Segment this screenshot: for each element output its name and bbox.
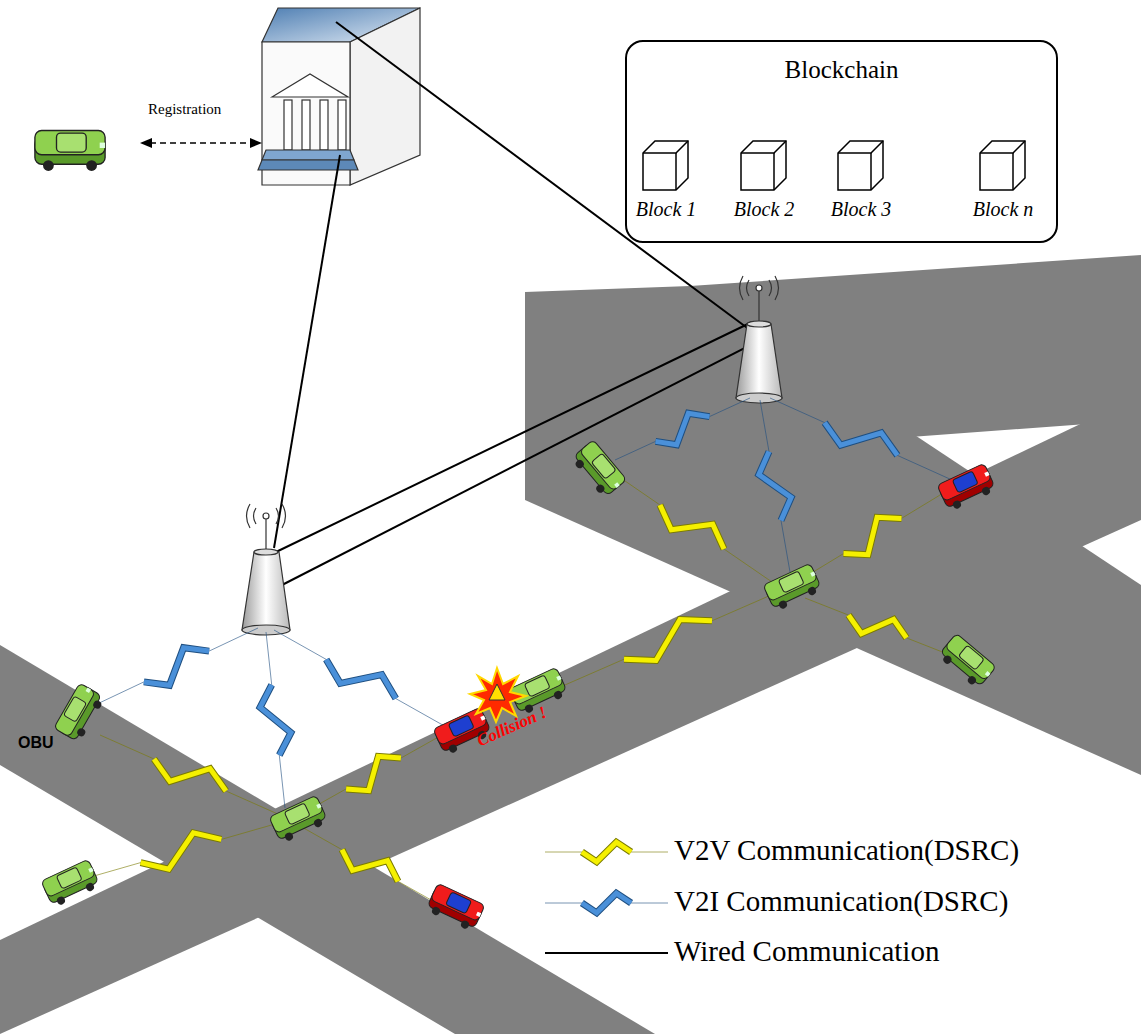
registration-label: Registration: [148, 101, 221, 118]
link-trace: [545, 893, 668, 913]
wireless-bolt: [144, 648, 209, 686]
legend-entry: V2V Communication(DSRC): [674, 834, 1019, 867]
block-cube: Block 2: [740, 140, 788, 192]
bolt-outline: [582, 842, 631, 862]
link-trace: [770, 398, 952, 480]
link-trace: [615, 398, 750, 460]
bolt-outline: [346, 756, 401, 790]
wireless-bolt: [582, 893, 631, 913]
link-trace: [759, 400, 791, 572]
bolt-outline: [154, 759, 226, 791]
bolt-outline: [844, 517, 902, 554]
link-trace: [805, 598, 950, 655]
wireless-bolt: [141, 833, 222, 869]
vehicle: [41, 859, 101, 908]
cube-outline: [740, 140, 788, 192]
vehicle: [763, 563, 823, 612]
wireless-bolt: [849, 615, 907, 638]
link-trace: [100, 735, 280, 815]
block-label: Block 1: [636, 198, 697, 221]
wireless-bolt: [844, 517, 902, 554]
link-trace: [305, 735, 442, 812]
legend-sample: [545, 952, 668, 954]
vehicle: [937, 633, 996, 689]
obu-label: OBU: [18, 734, 54, 752]
vehicle: [269, 795, 329, 844]
bolt-outline: [660, 505, 724, 549]
bolt-outline: [260, 685, 291, 755]
block-cube: Block n: [979, 140, 1027, 192]
vehicle: [54, 683, 106, 743]
link-trace: [612, 472, 772, 582]
bolt-outline: [849, 615, 907, 638]
cube-outline: [642, 140, 690, 192]
link-trace: [800, 492, 945, 580]
link-trace: [558, 592, 778, 688]
bolt-outline: [825, 423, 898, 456]
vehicle: [937, 463, 997, 512]
wireless-bolt: [326, 659, 396, 698]
vehicle: [425, 883, 485, 932]
bolt-outline: [624, 619, 712, 660]
block-label: Block 2: [734, 198, 795, 221]
registration-arrow: [140, 138, 262, 148]
wireless-bolt: [656, 413, 710, 445]
wireless-bolt: [759, 452, 791, 521]
wireless-bolt: [624, 619, 712, 660]
road: [0, 255, 1141, 1034]
link-trace: [80, 822, 282, 880]
link-trace: [260, 632, 291, 808]
link-trace: [274, 630, 448, 728]
block-cube: Block 1: [642, 140, 690, 192]
wireless-bolt: [342, 850, 398, 882]
bolt-outline: [656, 413, 710, 445]
vehicle: [35, 130, 105, 171]
bolt-outline: [141, 833, 222, 869]
bolt-outline: [759, 452, 791, 521]
blockchain-panel: BlockchainBlock 1 Block 2 Block 3 Block n: [625, 40, 1058, 243]
cube-outline: [837, 140, 885, 192]
bolt-outline: [144, 648, 209, 686]
bolt-outline: [326, 659, 396, 698]
wireless-bolt: [260, 685, 291, 755]
link-trace: [95, 628, 258, 705]
link-trace: [300, 826, 440, 905]
wireless-bolt: [825, 423, 898, 456]
roadside-unit: [242, 504, 290, 635]
wireless-bolt: [154, 759, 226, 791]
panel-heading: Blockchain: [627, 56, 1056, 84]
link-trace: [545, 842, 668, 862]
block-label: Block 3: [831, 198, 892, 221]
bolt-outline: [342, 850, 398, 882]
legend-entry: V2I Communication(DSRC): [674, 885, 1008, 918]
vehicle: [570, 440, 626, 499]
wireless-bolt: [346, 756, 401, 790]
block-cube: Block 3: [837, 140, 885, 192]
legend-entry: Wired Communication: [674, 935, 939, 968]
cube-outline: [979, 140, 1027, 192]
block-label: Block n: [973, 198, 1034, 221]
wireless-bolt: [660, 505, 724, 549]
roadside-unit: [736, 276, 782, 403]
bolt-outline: [582, 893, 631, 913]
wireless-bolt: [582, 842, 631, 862]
